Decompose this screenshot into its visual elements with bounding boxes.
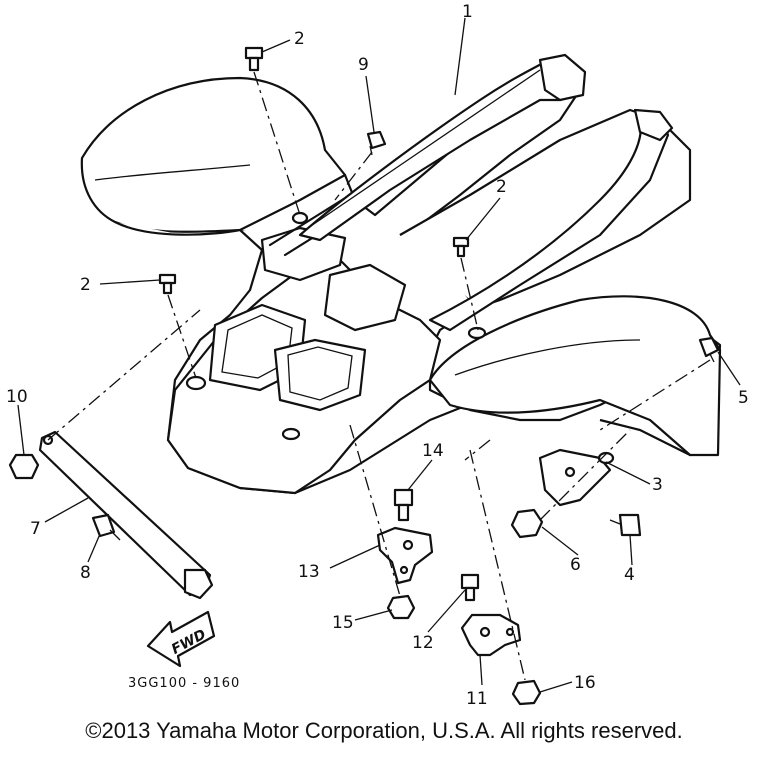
callout-11: 11 <box>466 689 488 709</box>
fwd-arrow: FWD <box>146 610 216 668</box>
callout-7: 7 <box>30 519 41 539</box>
callout-12: 12 <box>412 633 434 653</box>
leader-lines <box>17 17 741 693</box>
callout-10: 10 <box>6 387 28 407</box>
callout-5: 5 <box>738 388 749 408</box>
fender-assembly <box>80 60 722 495</box>
stay-part-7 <box>38 430 214 600</box>
bracket-part-13 <box>376 526 434 585</box>
copyright-text: ©2013 Yamaha Motor Corporation, U.S.A. A… <box>85 718 683 743</box>
fasteners <box>8 46 720 706</box>
callout-6: 6 <box>570 555 581 575</box>
callout-13: 13 <box>298 562 320 582</box>
callout-2-top: 2 <box>294 29 305 49</box>
bracket-part-3 <box>538 448 615 507</box>
callout-4: 4 <box>624 565 635 585</box>
assembly-lines <box>47 71 711 681</box>
callout-labels: 1 2 9 2 2 10 5 3 7 14 8 13 6 4 15 12 11 … <box>6 2 749 709</box>
callout-2-left: 2 <box>80 275 91 295</box>
part-code: 3GG100 - 9160 <box>128 676 240 691</box>
rail-part-1 <box>298 53 587 242</box>
rail-right <box>428 108 674 332</box>
callout-3: 3 <box>652 475 663 495</box>
callout-8: 8 <box>80 563 91 583</box>
callout-9: 9 <box>358 55 369 75</box>
callout-2-right: 2 <box>496 177 507 197</box>
callout-14: 14 <box>422 441 444 461</box>
callout-16: 16 <box>574 673 596 693</box>
bracket-part-11 <box>460 613 522 657</box>
callout-15: 15 <box>332 613 354 633</box>
callout-1: 1 <box>462 2 473 22</box>
